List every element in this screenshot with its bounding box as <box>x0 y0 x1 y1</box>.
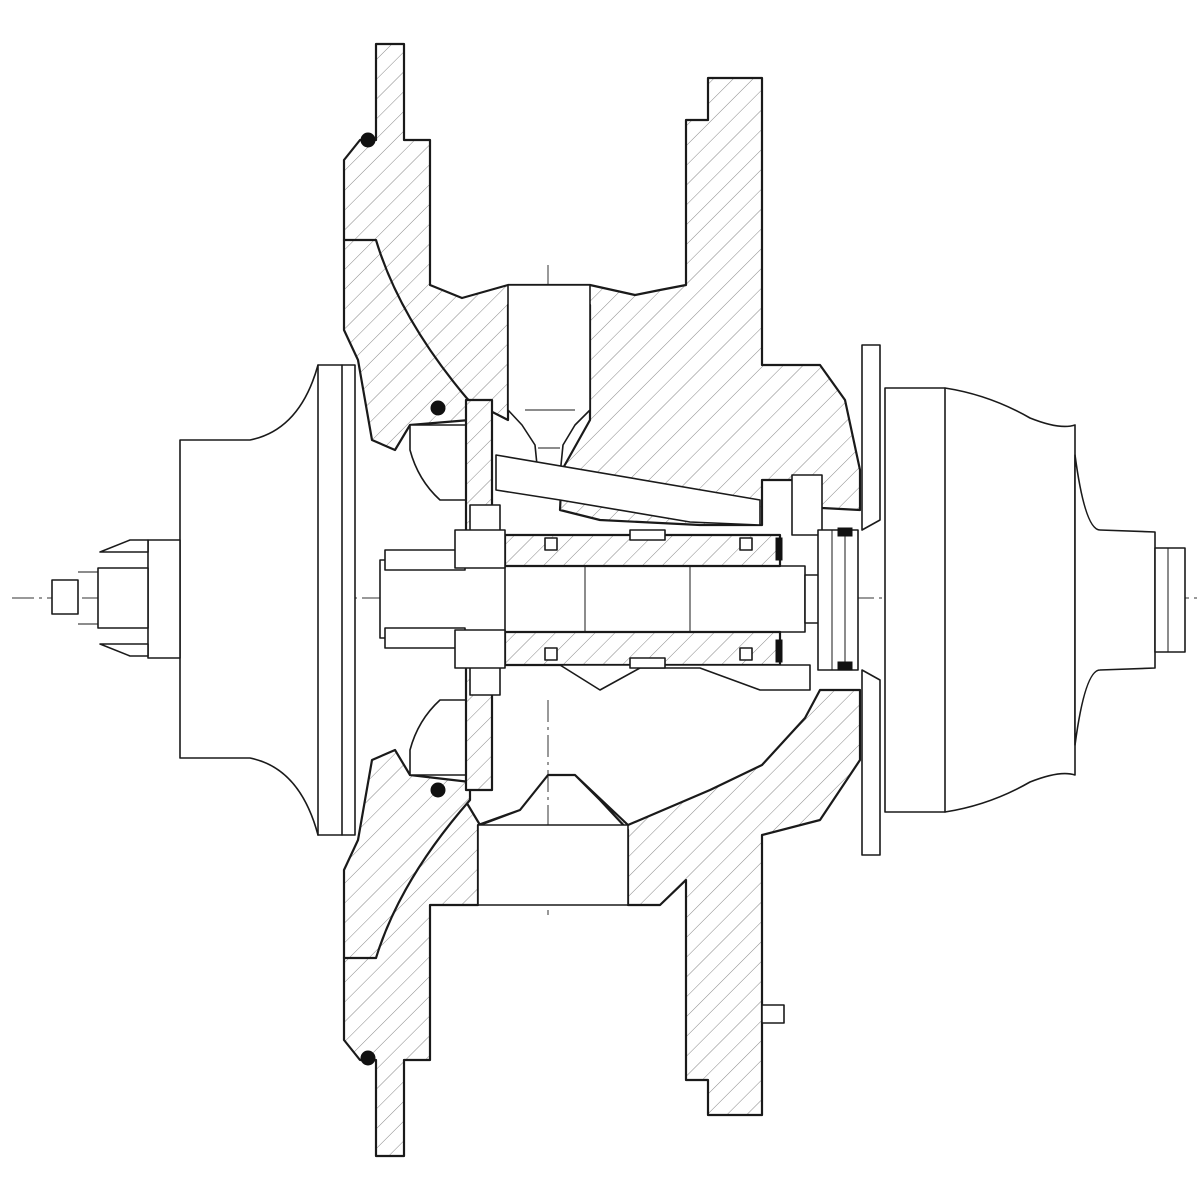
turbine-heat-shield <box>775 344 881 856</box>
thrust-bearing <box>384 398 506 792</box>
rotor-shaft <box>379 559 846 639</box>
locating-pin <box>761 1004 785 1024</box>
compressor-wheel <box>51 364 356 836</box>
compressor-diffuser <box>342 238 472 960</box>
bearing-housing-bore <box>477 284 761 906</box>
turbine-wheel <box>884 387 1186 813</box>
o-rings <box>360 132 446 1066</box>
